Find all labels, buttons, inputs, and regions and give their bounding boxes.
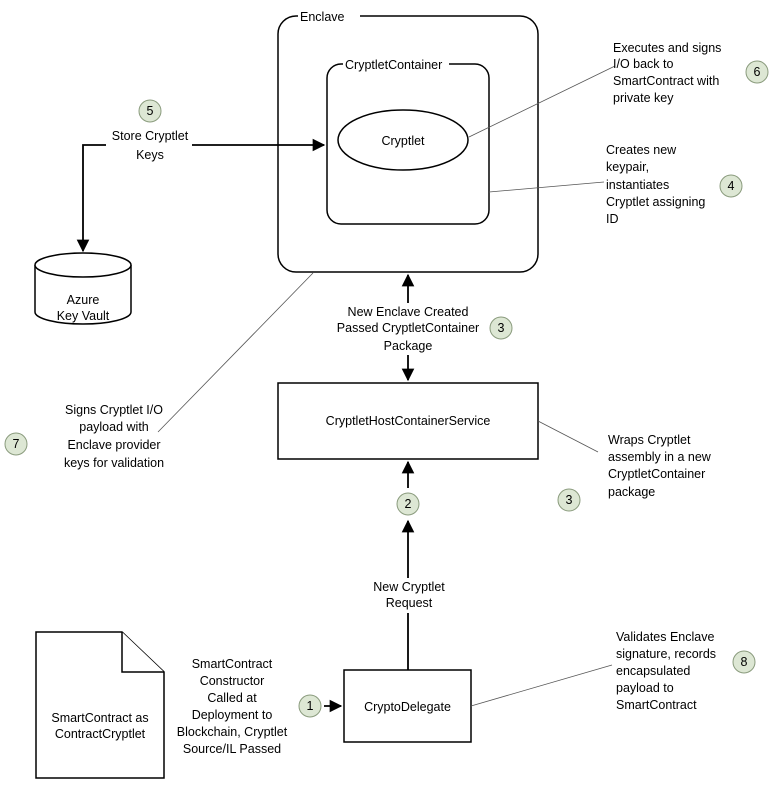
- new-request-line-1: New Cryptlet: [373, 580, 445, 594]
- annotation-signs: Signs Cryptlet I/O payload with Enclave …: [64, 403, 164, 470]
- badge-new-enclave: 3: [489, 316, 513, 340]
- signs-line-1: Signs Cryptlet I/O: [65, 403, 163, 417]
- leader-validates: [470, 664, 613, 707]
- cryptlet-label: Cryptlet: [381, 134, 425, 148]
- badge-signs: 7: [4, 432, 28, 456]
- new-enclave-label: New Enclave Created Passed CryptletConta…: [337, 305, 479, 353]
- creates-line-1: Creates new: [606, 143, 677, 157]
- new-enclave-line-2: Passed CryptletContainer: [337, 321, 479, 335]
- badge-constructor-number: 1: [307, 699, 314, 713]
- badge-request: 2: [396, 492, 420, 516]
- constructor-line-3: Called at: [207, 691, 257, 705]
- leader-executes: [468, 65, 616, 138]
- executes-line-3: SmartContract with: [613, 74, 719, 88]
- wraps-line-1: Wraps Cryptlet: [608, 433, 691, 447]
- badge-constructor: 1: [298, 694, 322, 718]
- smart-contract-document: SmartContract as ContractCryptlet: [35, 631, 165, 779]
- store-keys-label: Store Cryptlet Keys: [107, 128, 191, 162]
- validates-line-2: signature, records: [616, 647, 716, 661]
- annotation-executes: Executes and signs I/O back to SmartCont…: [613, 41, 721, 105]
- store-keys-line-2: Keys: [136, 148, 164, 162]
- validates-line-1: Validates Enclave: [616, 630, 714, 644]
- enclave-label: Enclave: [300, 10, 345, 24]
- constructor-label: SmartContract Constructor Called at Depl…: [177, 657, 288, 756]
- executes-line-1: Executes and signs: [613, 41, 721, 55]
- wraps-line-3: CryptletContainer: [608, 467, 705, 481]
- badge-validates: 8: [732, 650, 756, 674]
- signs-line-4: keys for validation: [64, 456, 164, 470]
- validates-line-5: SmartContract: [616, 698, 697, 712]
- badge-new-enclave-number: 3: [498, 321, 505, 335]
- executes-line-2: I/O back to: [613, 57, 673, 71]
- badge-creates-number: 4: [728, 179, 735, 193]
- badge-wraps: 3: [557, 488, 581, 512]
- arrow-store-keys-to-vault: [76, 144, 106, 253]
- creates-line-4: Cryptlet assigning: [606, 195, 705, 209]
- badge-signs-number: 7: [13, 437, 20, 451]
- signs-line-2: payload with: [79, 420, 149, 434]
- creates-line-5: ID: [606, 212, 619, 226]
- key-vault-label-2: Key Vault: [57, 309, 110, 323]
- key-vault-node: Azure Key Vault: [34, 252, 132, 325]
- badge-store: 5: [138, 99, 162, 123]
- creates-line-3: instantiates: [606, 178, 669, 192]
- leader-signs: [157, 272, 314, 433]
- key-vault-label-1: Azure: [67, 293, 100, 307]
- badge-validates-number: 8: [741, 655, 748, 669]
- crypto-delegate-label: CryptoDelegate: [364, 700, 451, 714]
- constructor-line-1: SmartContract: [192, 657, 273, 671]
- new-enclave-line-1: New Enclave Created: [348, 305, 469, 319]
- annotation-creates: Creates new keypair, instantiates Cryptl…: [606, 143, 705, 226]
- store-keys-line-1: Store Cryptlet: [112, 129, 189, 143]
- host-service-box: CryptletHostContainerService: [277, 382, 539, 460]
- constructor-line-6: Source/IL Passed: [183, 742, 281, 756]
- smart-contract-label-1: SmartContract as: [51, 711, 148, 725]
- signs-line-3: Enclave provider: [67, 438, 160, 452]
- host-service-label: CryptletHostContainerService: [326, 414, 491, 428]
- badge-executes-number: 6: [754, 65, 761, 79]
- leader-wraps: [537, 420, 599, 453]
- constructor-line-4: Deployment to: [192, 708, 273, 722]
- badge-wraps-number: 3: [566, 493, 573, 507]
- executes-line-4: private key: [613, 91, 674, 105]
- badge-executes: 6: [745, 60, 769, 84]
- constructor-line-2: Constructor: [200, 674, 265, 688]
- validates-line-4: payload to: [616, 681, 674, 695]
- crypto-delegate-box: CryptoDelegate: [343, 669, 472, 743]
- badge-store-number: 5: [147, 104, 154, 118]
- new-request-label: New Cryptlet Request: [373, 580, 445, 610]
- validates-line-3: encapsulated: [616, 664, 690, 678]
- cryptlet-container-label: CryptletContainer: [345, 58, 442, 72]
- annotation-validates: Validates Enclave signature, records enc…: [616, 630, 716, 712]
- cryptlet-node: Cryptlet: [337, 109, 469, 171]
- badge-creates: 4: [719, 174, 743, 198]
- annotation-wraps: Wraps Cryptlet assembly in a new Cryptle…: [608, 433, 712, 499]
- wraps-line-2: assembly in a new: [608, 450, 712, 464]
- new-enclave-line-3: Package: [384, 339, 433, 353]
- constructor-line-5: Blockchain, Cryptlet: [177, 725, 288, 739]
- smart-contract-label-2: ContractCryptlet: [55, 727, 146, 741]
- creates-line-2: keypair,: [606, 160, 649, 174]
- badge-request-number: 2: [405, 497, 412, 511]
- wraps-line-4: package: [608, 485, 655, 499]
- leader-creates: [488, 181, 605, 193]
- new-request-line-2: Request: [386, 596, 433, 610]
